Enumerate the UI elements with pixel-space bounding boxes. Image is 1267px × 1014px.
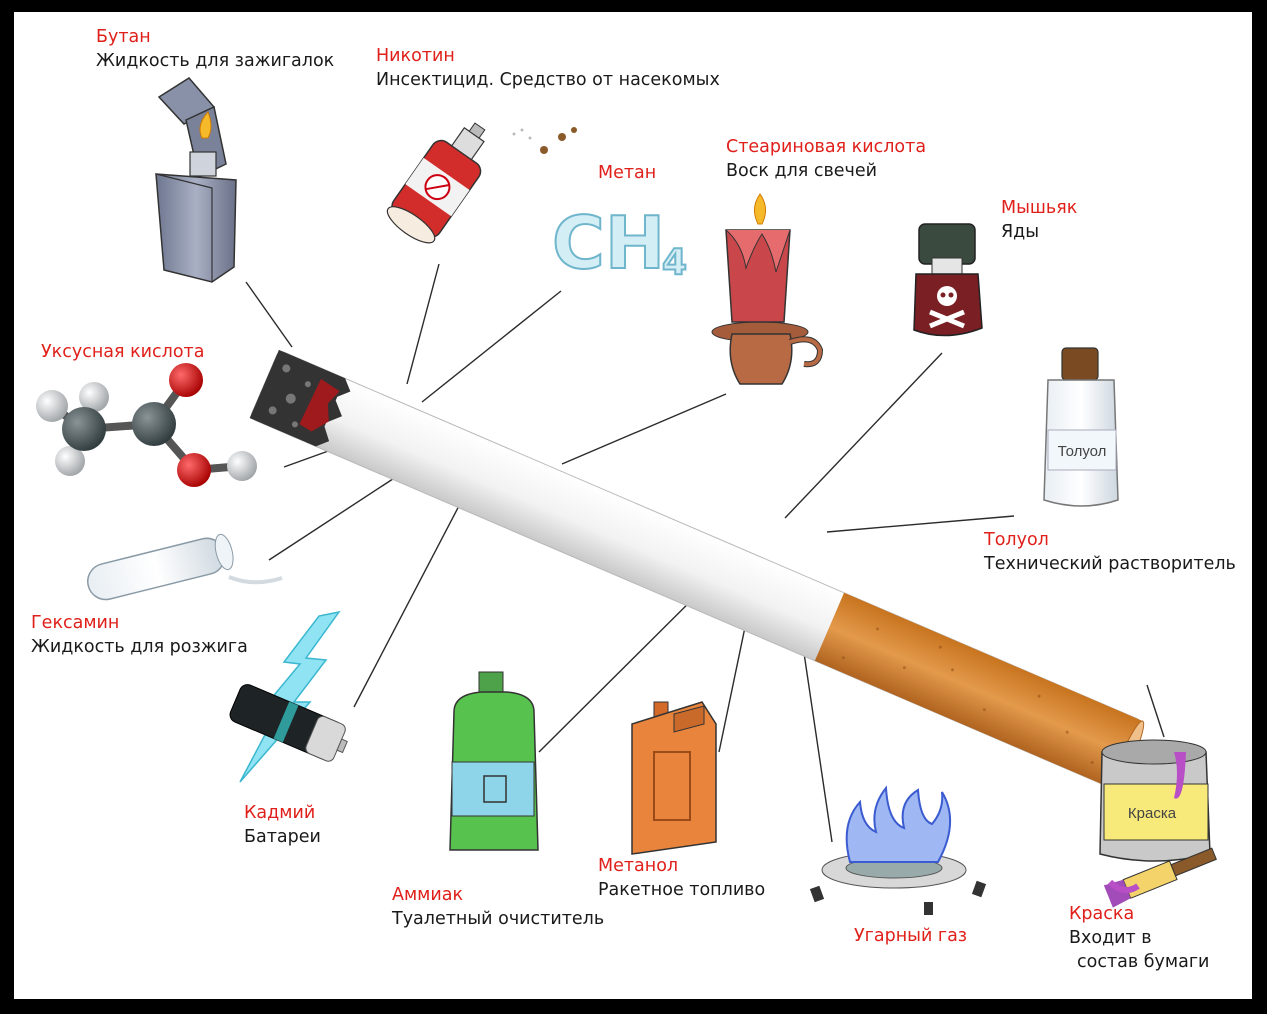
label-arsenic-name: Мышьяк xyxy=(1001,198,1078,218)
label-hexamine: Гексамин Жидкость для розжига xyxy=(31,611,248,659)
label-butane-name: Бутан xyxy=(96,27,151,47)
label-nicotine-desc: Инсектицид. Средство от насекомых xyxy=(376,70,720,90)
label-methanol-name: Метанол xyxy=(598,856,679,876)
label-stearic: Стеариновая кислота Воск для свечей xyxy=(726,135,926,183)
label-ammonia-name: Аммиак xyxy=(392,885,464,905)
label-nicotine: Никотин Инсектицид. Средство от насекомы… xyxy=(376,44,720,92)
test-tube-icon xyxy=(87,533,283,601)
label-paint: Краска Входит в состав бумаги xyxy=(1069,902,1209,974)
cleaner-bottle-icon xyxy=(449,671,539,851)
gas-flame-icon xyxy=(809,785,987,915)
lighter-icon xyxy=(155,77,237,283)
label-paint-name: Краска xyxy=(1069,904,1135,924)
toluene-bottle-icon: Толуол xyxy=(1043,347,1119,507)
jerrycan-icon xyxy=(631,701,717,855)
candle-icon xyxy=(711,193,824,385)
svg-text:CH: CH xyxy=(552,201,665,285)
label-methane: Метан xyxy=(598,161,656,185)
paint-can-icon: Краска xyxy=(1099,739,1217,908)
label-hexamine-desc: Жидкость для розжига xyxy=(31,637,248,657)
paint-can-label: Краска xyxy=(1128,805,1177,822)
label-hexamine-name: Гексамин xyxy=(31,613,120,633)
label-butane: Бутан Жидкость для зажигалок xyxy=(96,25,334,73)
label-stearic-desc: Воск для свечей xyxy=(726,161,878,181)
label-cadmium: Кадмий Батареи xyxy=(244,801,321,849)
label-toluene-desc: Технический растворитель xyxy=(984,554,1236,574)
label-ammonia-desc: Туалетный очиститель xyxy=(392,909,605,929)
cigarette xyxy=(249,350,1145,790)
molecule-icon xyxy=(36,363,257,487)
label-acetic-name: Уксусная кислота xyxy=(41,342,205,362)
label-methanol-desc: Ракетное топливо xyxy=(598,880,766,900)
label-toluene: Толуол Технический растворитель xyxy=(984,528,1236,576)
label-paint-desc-1: Входит в xyxy=(1069,928,1152,948)
label-acetic: Уксусная кислота xyxy=(41,340,204,364)
label-cadmium-desc: Батареи xyxy=(244,827,321,847)
toluene-bottle-label: Толуол xyxy=(1058,443,1107,460)
svg-text:4: 4 xyxy=(662,242,687,283)
label-co: Угарный газ xyxy=(854,924,967,948)
label-methane-name: Метан xyxy=(598,163,657,183)
insecticide-spray-icon xyxy=(386,122,577,244)
poison-bottle-icon xyxy=(913,223,983,337)
ch4-formula-icon: CH 4 xyxy=(551,200,688,286)
label-toluene-name: Толуол xyxy=(984,530,1049,550)
label-nicotine-name: Никотин xyxy=(376,46,455,66)
label-methanol: Метанол Ракетное топливо xyxy=(598,854,765,902)
diagram-frame: CH 4 xyxy=(14,12,1252,999)
label-ammonia: Аммиак Туалетный очиститель xyxy=(392,883,604,931)
label-paint-desc-2: состав бумаги xyxy=(1077,952,1210,972)
label-arsenic-desc: Яды xyxy=(1001,222,1040,242)
label-arsenic: Мышьяк Яды xyxy=(1001,196,1077,244)
label-cadmium-name: Кадмий xyxy=(244,803,316,823)
label-co-name: Угарный газ xyxy=(854,926,968,946)
label-butane-desc: Жидкость для зажигалок xyxy=(96,51,335,71)
label-stearic-name: Стеариновая кислота xyxy=(726,137,927,157)
battery-icon xyxy=(229,610,348,783)
